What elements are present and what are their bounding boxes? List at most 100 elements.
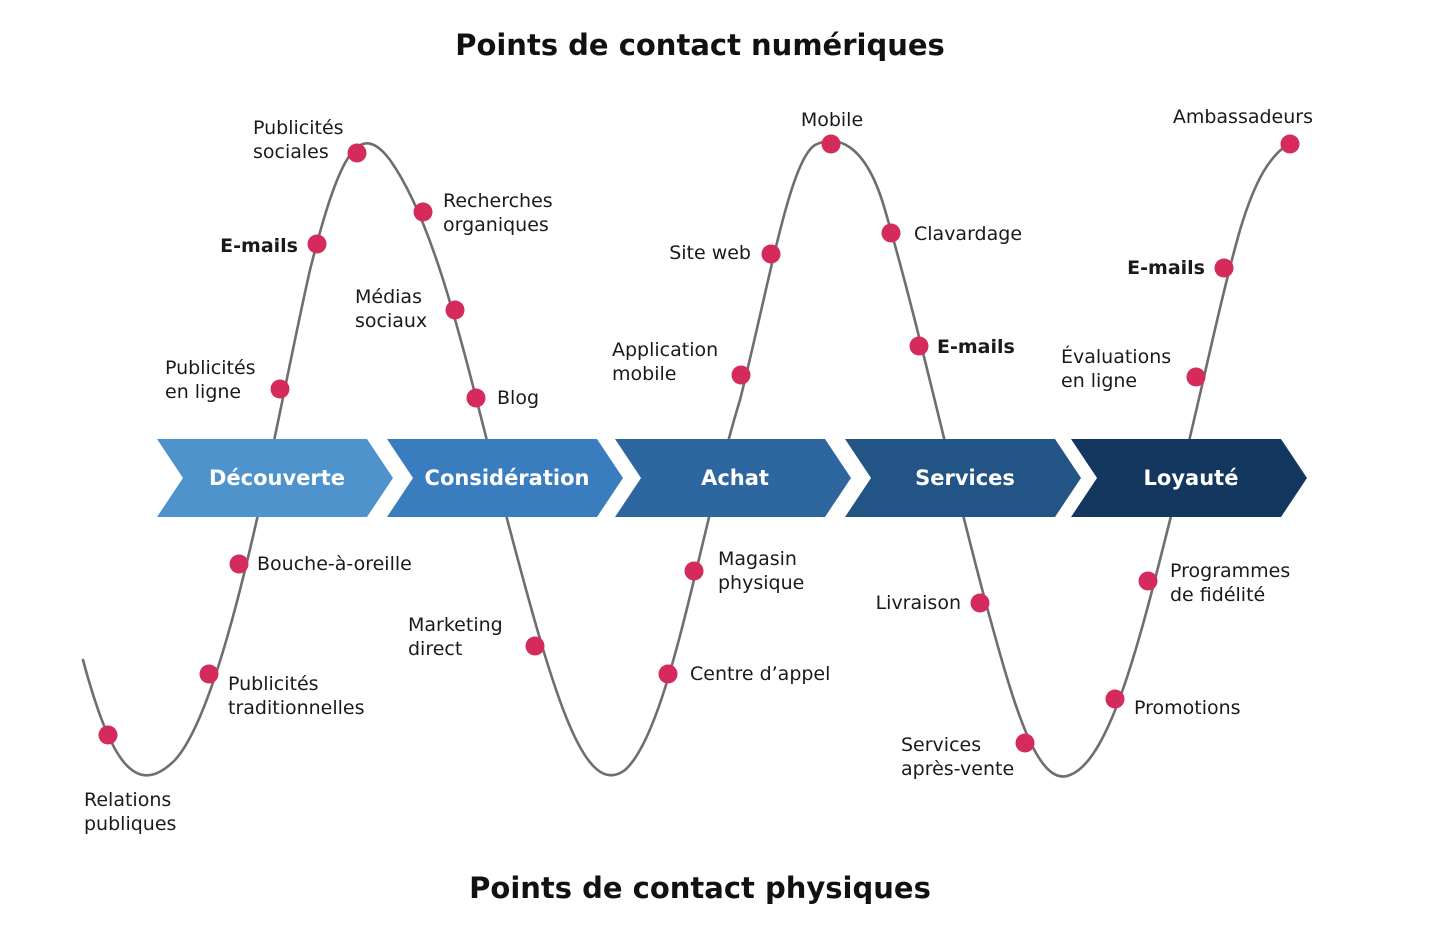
touchpoint-recherches-organiques-3-label-line: organiques bbox=[443, 214, 549, 236]
touchpoint-centre-d-appel-19-label: Centre d’appel bbox=[690, 663, 830, 685]
touchpoint-relations-publiques-16-label-line: Relations bbox=[84, 789, 171, 811]
touchpoint-e-mails-1-label-line: E-mails bbox=[220, 235, 298, 257]
touchpoint-application-mobile-8-label-line: Application bbox=[612, 339, 718, 361]
touchpoint-publicites-en-ligne-2-label-line: Publicités bbox=[165, 357, 256, 379]
touchpoint-blog-5-label-line: Blog bbox=[497, 387, 539, 409]
touchpoint-services-apres-vente-21-label-line: après-vente bbox=[901, 758, 1014, 780]
stage-consideration-chevron bbox=[387, 439, 623, 517]
touchpoint-medias-sociaux-4-label-line: sociaux bbox=[355, 310, 427, 332]
touchpoint-promotions-23-dot bbox=[1105, 689, 1125, 709]
touchpoint-livraison-20-label-line: Livraison bbox=[876, 592, 961, 614]
stage-decouverte-label: Découverte bbox=[209, 466, 345, 490]
touchpoint-e-mails-12-label-line: E-mails bbox=[1127, 257, 1205, 279]
touchpoint-publicites-traditionnelles-15-dot bbox=[199, 664, 219, 684]
touchpoint-ambassadeurs-11-label-line: Ambassadeurs bbox=[1173, 106, 1313, 128]
touchpoint-site-web-7-label: Site web bbox=[669, 242, 751, 264]
touchpoint-site-web-7-dot bbox=[761, 244, 781, 264]
stage-chevrons: Découverte Considération Achat Services Loya… bbox=[157, 439, 1307, 517]
touchpoint-blog-5-label: Blog bbox=[497, 387, 539, 409]
stage-services-label: Services bbox=[915, 466, 1015, 490]
stage-loyaute-chevron bbox=[1071, 439, 1307, 517]
touchpoint-centre-d-appel-19-dot bbox=[658, 664, 678, 684]
touchpoint-programmes-de-fidelite-22-label-line: de fidélité bbox=[1170, 584, 1265, 606]
touchpoint-clavardage-9-dot bbox=[881, 223, 901, 243]
stage-loyaute-label: Loyauté bbox=[1144, 466, 1239, 490]
stage-decouverte-chevron bbox=[157, 439, 393, 517]
touchpoint-marketing-direct-17-label-line: Marketing bbox=[408, 614, 503, 636]
stage-achat-chevron bbox=[615, 439, 851, 517]
touchpoint-medias-sociaux-4-dot bbox=[445, 300, 465, 320]
touchpoint-e-mails-1-label: E-mails bbox=[220, 235, 298, 257]
digital-touchpoints-title: Points de contact numériques bbox=[455, 28, 945, 62]
touchpoint-relations-publiques-16-dot bbox=[98, 725, 118, 745]
touchpoint-e-mails-12-label: E-mails bbox=[1127, 257, 1205, 279]
touchpoint-marketing-direct-17-label-line: direct bbox=[408, 638, 462, 660]
touchpoint-promotions-23-label: Promotions bbox=[1134, 697, 1241, 719]
touchpoint-magasin-physique-18-label-line: Magasin bbox=[718, 548, 797, 570]
touchpoint-publicites-traditionnelles-15-label-line: traditionnelles bbox=[228, 697, 365, 719]
touchpoint-clavardage-9-label-line: Clavardage bbox=[914, 223, 1022, 245]
touchpoint-application-mobile-8-dot bbox=[731, 365, 751, 385]
touchpoint-publicites-sociales-0-dot bbox=[347, 143, 367, 163]
touchpoint-evaluations-en-ligne-13-dot bbox=[1186, 367, 1206, 387]
touchpoint-publicites-sociales-0-label-line: sociales bbox=[253, 141, 329, 163]
touchpoint-recherches-organiques-3-dot bbox=[413, 202, 433, 222]
touchpoint-bouche-a-oreille-14-label: Bouche-à-oreille bbox=[257, 553, 412, 575]
touchpoint-evaluations-en-ligne-13-label-line: Évaluations bbox=[1061, 345, 1171, 368]
touchpoint-dots bbox=[98, 134, 1300, 753]
touchpoint-ambassadeurs-11-label: Ambassadeurs bbox=[1173, 106, 1313, 128]
touchpoint-programmes-de-fidelite-22-dot bbox=[1138, 571, 1158, 591]
stage-services-chevron bbox=[845, 439, 1081, 517]
touchpoint-livraison-20-label: Livraison bbox=[876, 592, 961, 614]
touchpoint-services-apres-vente-21-label-line: Services bbox=[901, 734, 981, 756]
touchpoint-application-mobile-8-label-line: mobile bbox=[612, 363, 676, 385]
touchpoint-bouche-a-oreille-14-dot bbox=[229, 554, 249, 574]
touchpoint-e-mails-12-dot bbox=[1214, 258, 1234, 278]
touchpoint-centre-d-appel-19-label-line: Centre d’appel bbox=[690, 663, 830, 685]
touchpoint-relations-publiques-16-label-line: publiques bbox=[84, 813, 176, 835]
touchpoint-promotions-23-label-line: Promotions bbox=[1134, 697, 1241, 719]
stage-achat-label: Achat bbox=[701, 466, 769, 490]
physical-touchpoints-title: Points de contact physiques bbox=[469, 871, 931, 905]
touchpoint-livraison-20-dot bbox=[970, 593, 990, 613]
touchpoint-publicites-sociales-0-label-line: Publicités bbox=[253, 117, 344, 139]
touchpoint-marketing-direct-17-dot bbox=[525, 636, 545, 656]
touchpoint-e-mails-10-dot bbox=[909, 336, 929, 356]
touchpoint-publicites-en-ligne-2-dot bbox=[270, 379, 290, 399]
journey-curve bbox=[81, 139, 1292, 778]
touchpoint-mobile-6-label: Mobile bbox=[801, 109, 863, 131]
touchpoint-publicites-traditionnelles-15-label-line: Publicités bbox=[228, 673, 319, 695]
touchpoint-recherches-organiques-3-label-line: Recherches bbox=[443, 190, 553, 212]
touchpoint-mobile-6-dot bbox=[821, 134, 841, 154]
stage-consideration-label: Considération bbox=[425, 466, 590, 490]
touchpoint-clavardage-9-label: Clavardage bbox=[914, 223, 1022, 245]
touchpoint-e-mails-10-label: E-mails bbox=[937, 336, 1015, 358]
touchpoint-magasin-physique-18-dot bbox=[684, 561, 704, 581]
touchpoint-publicites-en-ligne-2-label-line: en ligne bbox=[165, 381, 241, 403]
touchpoint-magasin-physique-18-label-line: physique bbox=[718, 572, 804, 594]
touchpoint-blog-5-dot bbox=[466, 388, 486, 408]
touchpoint-mobile-6-label-line: Mobile bbox=[801, 109, 863, 131]
touchpoint-bouche-a-oreille-14-label-line: Bouche-à-oreille bbox=[257, 553, 412, 575]
touchpoint-programmes-de-fidelite-22-label-line: Programmes bbox=[1170, 560, 1290, 582]
touchpoint-medias-sociaux-4-label-line: Médias bbox=[355, 286, 422, 308]
touchpoint-e-mails-1-dot bbox=[307, 234, 327, 254]
touchpoint-ambassadeurs-11-dot bbox=[1280, 134, 1300, 154]
touchpoint-e-mails-10-label-line: E-mails bbox=[937, 336, 1015, 358]
touchpoint-site-web-7-label-line: Site web bbox=[669, 242, 751, 264]
touchpoint-services-apres-vente-21-dot bbox=[1015, 733, 1035, 753]
